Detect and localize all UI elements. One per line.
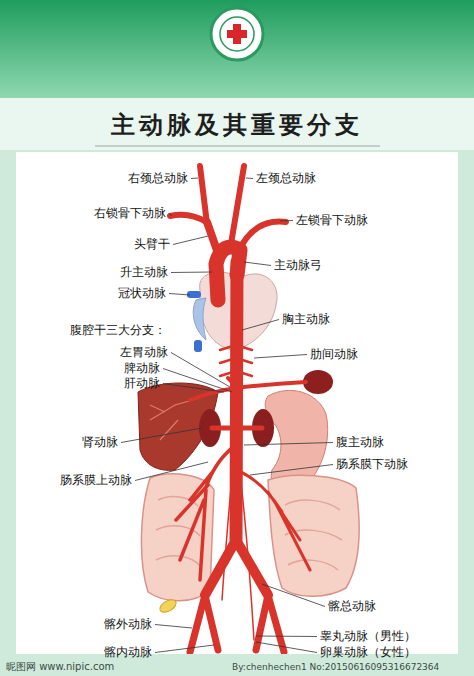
liver-vessels (150, 398, 200, 440)
leader-line (250, 465, 333, 476)
leader-line (191, 178, 198, 180)
leader-line (169, 214, 172, 217)
part-label: 主动脉弓 (274, 258, 322, 273)
leader-line (242, 320, 279, 331)
part-label: 左锁骨下动脉 (296, 213, 368, 228)
watermark: 昵图网 www.nipic.com (6, 659, 114, 674)
leader-line (163, 384, 224, 393)
part-label: 髂内动脉 (104, 645, 152, 660)
part-label: 肠系膜下动脉 (336, 457, 408, 472)
leader-line (171, 353, 230, 388)
part-label: 睾丸动脉（男性） (320, 629, 416, 644)
part-label: 头臂干 (134, 237, 170, 252)
appendix (158, 597, 179, 615)
logo (211, 8, 263, 60)
part-label: 肾动脉 (82, 435, 118, 450)
watermark: By:chenhechen1 No:20150616095316672364 (232, 660, 439, 675)
leader-line (135, 462, 208, 481)
leader-line (256, 642, 317, 653)
panel (16, 152, 458, 654)
header-band (0, 0, 474, 98)
leader-line (171, 272, 212, 274)
title: 主动脉及其重要分支 (111, 110, 363, 140)
part-label: 髂总动脉 (328, 599, 376, 614)
leader-line (155, 645, 214, 653)
part-label: 卵巢动脉（女性） (320, 645, 416, 660)
leader-line (244, 262, 271, 266)
part-label: 右锁骨下动脉 (94, 206, 166, 221)
part-label: 髂外动脉 (104, 617, 152, 632)
part-label: 肠系膜上动脉 (60, 473, 132, 488)
part-label: 升主动脉 (120, 265, 168, 280)
part-label: 腹腔干三大分支： (70, 323, 166, 338)
part-label: 右颈总动脉 (128, 171, 188, 186)
title-rule (95, 146, 380, 147)
leader-line (256, 636, 317, 638)
part-label: 胸主动脉 (282, 312, 330, 327)
part-label: 脾动脉 (124, 361, 160, 376)
part-label: 腹主动脉 (336, 435, 384, 450)
arteries (170, 166, 310, 652)
part-label: 左颈总动脉 (256, 171, 316, 186)
part-label: 肝动脉 (124, 376, 160, 391)
leader-line (163, 369, 232, 393)
intestine-right (268, 475, 359, 596)
part-label: 冠状动脉 (118, 286, 166, 301)
leader-line (280, 220, 293, 222)
part-label: 肋间动脉 (310, 347, 358, 362)
leader-line (173, 236, 208, 245)
part-label: 左胃动脉 (120, 345, 168, 360)
leader-line (169, 294, 190, 296)
leader-line (155, 625, 192, 629)
title-band (0, 98, 474, 150)
leader-line (244, 443, 333, 446)
leader-line (262, 584, 325, 607)
intestine-loops-left (156, 497, 200, 566)
leader-line (254, 355, 307, 359)
leader-line (246, 178, 253, 180)
leader-line (121, 428, 202, 443)
